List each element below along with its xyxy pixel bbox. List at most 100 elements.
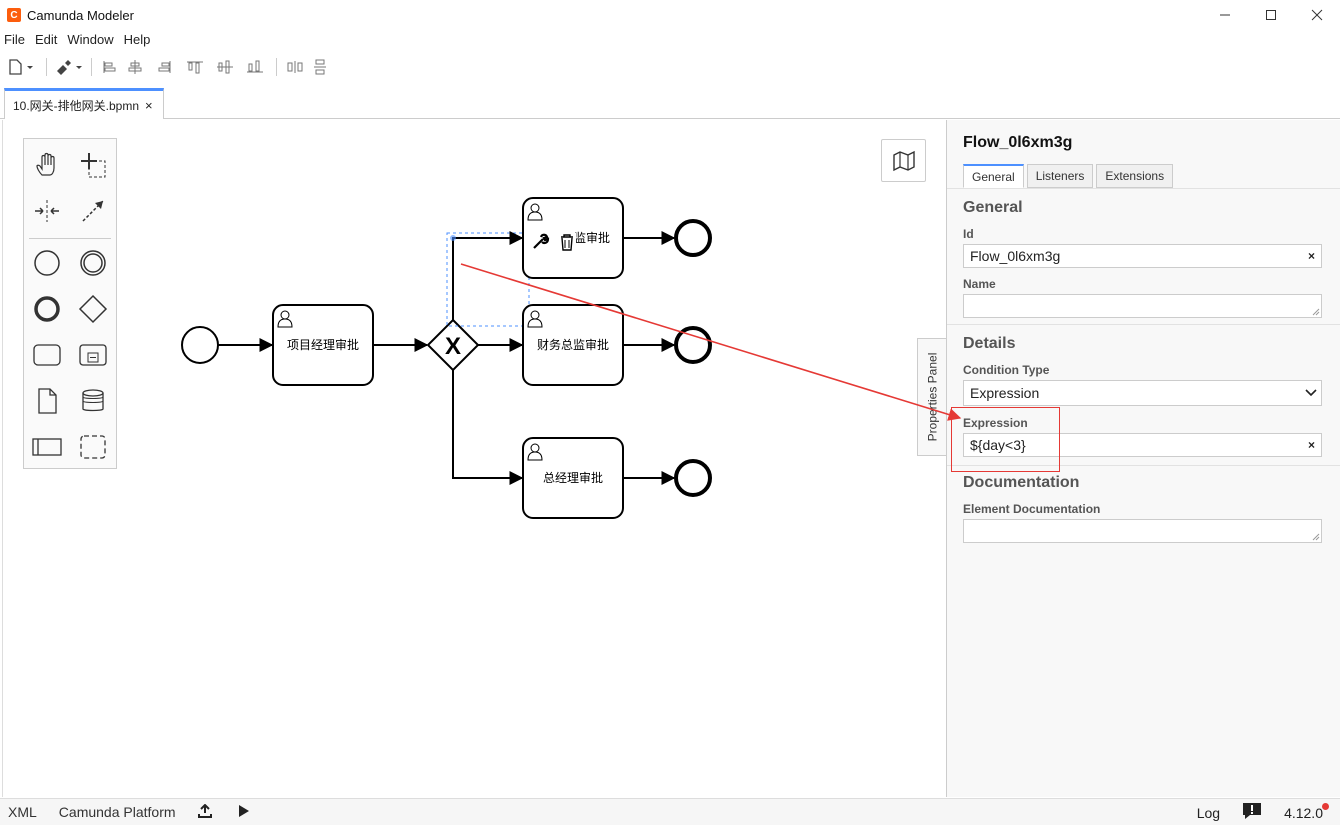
properties-title: Flow_0l6xm3g <box>963 134 1073 151</box>
distribute-vertical-button[interactable] <box>307 55 333 79</box>
minimap-toggle-button[interactable] <box>881 139 926 182</box>
run-button[interactable] <box>238 804 250 821</box>
distribute-horizontal-button[interactable] <box>283 55 307 79</box>
create-task[interactable] <box>27 335 67 375</box>
play-icon <box>238 804 249 817</box>
create-subprocess[interactable] <box>73 335 113 375</box>
tool-palette <box>23 138 117 469</box>
align-top-button[interactable] <box>180 55 210 79</box>
menu-window[interactable]: Window <box>67 32 114 47</box>
new-file-button[interactable] <box>0 55 40 79</box>
clear-id-icon[interactable]: × <box>1307 249 1315 263</box>
exclusive-gateway[interactable]: X <box>426 318 480 372</box>
properties-panel-toggle[interactable]: Properties Panel <box>917 338 947 456</box>
end-event-icon <box>34 296 60 322</box>
menu-file[interactable]: File <box>4 32 25 47</box>
task-label: 监审批 <box>574 230 610 245</box>
user-icon <box>527 443 543 461</box>
create-start-event[interactable] <box>27 243 67 283</box>
hand-icon <box>36 152 55 176</box>
create-group[interactable] <box>73 427 113 467</box>
deploy-icon <box>197 803 212 818</box>
gateway-marker: X <box>445 333 461 360</box>
end-event[interactable] <box>674 219 712 257</box>
id-value: Flow_0l6xm3g <box>970 248 1061 264</box>
end-event[interactable] <box>674 326 712 364</box>
user-task-project-manager[interactable]: 项目经理审批 <box>272 304 374 386</box>
minimize-button[interactable] <box>1202 0 1248 30</box>
feedback-button[interactable] <box>1242 802 1262 823</box>
color-button[interactable] <box>53 55 85 79</box>
selected-sequence-flow[interactable] <box>452 231 524 320</box>
create-intermediate-event[interactable] <box>73 243 113 283</box>
start-event-icon <box>34 250 60 276</box>
lasso-tool[interactable] <box>73 145 113 185</box>
sequence-flow[interactable] <box>452 370 524 485</box>
create-gateway[interactable] <box>73 289 113 329</box>
lasso-icon <box>81 153 106 178</box>
menu-help[interactable]: Help <box>123 32 151 47</box>
wrench-icon[interactable] <box>533 233 550 249</box>
condition-type-select[interactable]: Expression <box>963 380 1322 406</box>
tab-file[interactable]: 10.网关-排他网关.bpmn × <box>4 88 164 119</box>
feedback-icon <box>1243 803 1262 819</box>
align-bottom-icon <box>247 60 263 73</box>
align-middle-button[interactable] <box>210 55 240 79</box>
selection-outline <box>446 232 530 327</box>
element-documentation-input[interactable] <box>963 519 1322 543</box>
camunda-logo-icon: C <box>7 8 21 22</box>
align-top-icon <box>187 61 203 74</box>
version-label[interactable]: 4.12.0 <box>1284 804 1323 821</box>
group-documentation-title: Documentation <box>963 474 1080 491</box>
menu-edit[interactable]: Edit <box>34 32 58 47</box>
flow-bendpoint[interactable] <box>450 235 456 241</box>
subprocess-icon <box>79 344 107 366</box>
group-general-title: General <box>963 199 1023 216</box>
tab-extensions[interactable]: Extensions <box>1096 164 1174 188</box>
maximize-icon <box>1266 10 1276 20</box>
tab-close-icon[interactable]: × <box>145 97 153 113</box>
user-task-finance-director[interactable]: 财务总监审批 <box>522 304 624 386</box>
space-tool[interactable] <box>27 191 67 231</box>
expression-input[interactable]: ${day<3} × <box>963 433 1322 457</box>
status-xml[interactable]: XML <box>8 804 37 820</box>
section-divider <box>947 465 1340 466</box>
properties-tabs: General Listeners Extensions <box>963 164 1176 188</box>
tab-listeners[interactable]: Listeners <box>1026 164 1094 188</box>
log-button[interactable]: Log <box>1196 804 1221 821</box>
connect-icon <box>82 200 104 222</box>
align-right-button[interactable] <box>150 55 180 79</box>
close-window-button[interactable] <box>1294 0 1340 30</box>
hand-tool[interactable] <box>27 145 67 185</box>
start-event[interactable] <box>181 326 219 364</box>
status-platform[interactable]: Camunda Platform <box>58 804 176 820</box>
condition-type-value: Expression <box>970 385 1040 401</box>
user-task-general-manager[interactable]: 总经理审批 <box>522 437 624 519</box>
gateway-icon <box>78 294 108 324</box>
status-right: Log 4.12.0 <box>1197 799 1330 826</box>
task-label: 总经理审批 <box>543 470 603 485</box>
name-input[interactable] <box>963 294 1322 318</box>
clear-expression-icon[interactable]: × <box>1307 438 1315 452</box>
end-event[interactable] <box>674 459 712 497</box>
align-center-button[interactable] <box>120 55 150 79</box>
create-data-store[interactable] <box>73 381 113 421</box>
user-icon <box>527 203 543 221</box>
maximize-button[interactable] <box>1248 0 1294 30</box>
align-center-icon <box>128 60 142 74</box>
align-left-button[interactable] <box>98 55 120 79</box>
global-connect-tool[interactable] <box>73 191 113 231</box>
align-bottom-button[interactable] <box>240 55 270 79</box>
create-pool[interactable] <box>27 427 67 467</box>
new-file-icon <box>9 59 33 75</box>
id-label: Id <box>963 227 974 241</box>
id-input[interactable]: Flow_0l6xm3g × <box>963 244 1322 268</box>
create-data-object[interactable] <box>27 381 67 421</box>
tab-general[interactable]: General <box>963 164 1024 188</box>
menu-bar: File Edit Window Help <box>0 32 156 52</box>
section-divider <box>947 324 1340 325</box>
deploy-button[interactable] <box>197 803 212 821</box>
trash-icon[interactable] <box>558 233 576 251</box>
user-icon <box>277 310 293 328</box>
create-end-event[interactable] <box>27 289 67 329</box>
